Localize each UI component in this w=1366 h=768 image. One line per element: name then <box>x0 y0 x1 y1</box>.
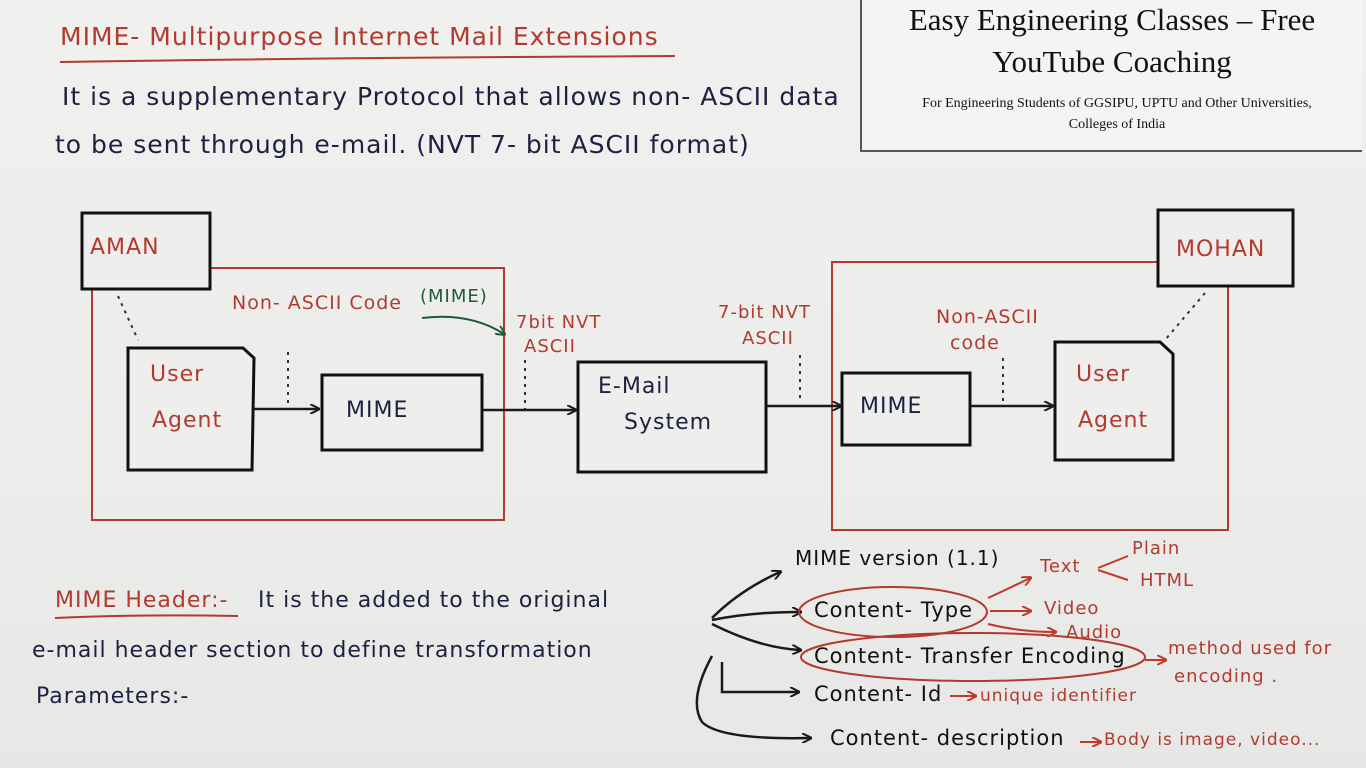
sender-name: AMAN <box>90 235 160 260</box>
nvt-right-label-2: ASCII <box>742 328 794 349</box>
id-note: unique identifier <box>980 686 1137 706</box>
email-system-label-1: E-Mail <box>598 374 671 399</box>
type-audio: Audio <box>1066 622 1123 643</box>
left-mime-label: MIME <box>346 398 409 423</box>
right-mime-label: MIME <box>860 394 923 419</box>
nvt-left-label-2: ASCII <box>524 336 576 357</box>
intro-line-2: to be sent through e-mail. (NVT 7- bit A… <box>55 130 750 159</box>
encoding-note-2: encoding . <box>1174 666 1279 687</box>
page-title: MIME- Multipurpose Internet Mail Extensi… <box>60 22 659 51</box>
right-code-label-2: code <box>950 332 1000 354</box>
mime-tag: (MIME) <box>420 286 488 307</box>
right-code-label-1: Non-ASCII <box>936 306 1039 328</box>
field-mime-version: MIME version (1.1) <box>795 546 1000 570</box>
mime-header-label: MIME Header:- <box>55 588 229 613</box>
left-user-agent-label-1: User <box>150 362 205 387</box>
encoding-note-1: method used for <box>1168 638 1332 659</box>
mime-header-text-1: It is the added to the original <box>258 588 610 613</box>
watermark-title-line1: Easy Engineering Classes – Free <box>908 2 1316 37</box>
right-user-agent-label-2: Agent <box>1078 408 1149 433</box>
right-user-agent-box <box>1053 340 1175 462</box>
right-mime-box <box>840 371 972 447</box>
type-text: Text <box>1040 556 1081 577</box>
type-video: Video <box>1044 598 1100 619</box>
intro-line-1: It is a supplementary Protocol that allo… <box>62 82 840 111</box>
left-mime-box <box>320 373 484 452</box>
nvt-right-label-1: 7-bit NVT <box>718 302 811 323</box>
left-user-agent-box <box>126 346 256 472</box>
type-plain: Plain <box>1132 538 1181 559</box>
type-html: HTML <box>1140 570 1195 591</box>
field-content-description: Content- description <box>830 726 1065 750</box>
left-code-label: Non- ASCII Code <box>232 292 402 314</box>
sender-container <box>91 267 505 521</box>
right-user-agent-label-1: User <box>1076 362 1131 387</box>
receiver-name: MOHAN <box>1176 237 1266 262</box>
field-content-id: Content- Id <box>814 682 943 706</box>
title-underline <box>59 55 676 63</box>
mime-header-text-3: Parameters:- <box>36 684 190 709</box>
nvt-left-label-1: 7bit NVT <box>516 312 602 333</box>
receiver-box <box>1156 208 1295 288</box>
left-user-agent-label-2: Agent <box>152 408 223 433</box>
sender-box <box>80 211 212 291</box>
email-system-box <box>576 360 768 474</box>
watermark-subtitle-line1: For Engineering Students of GGSIPU, UPTU… <box>922 96 1312 111</box>
mime-header-text-2: e-mail header section to define transfor… <box>32 638 593 663</box>
field-content-type: Content- Type <box>814 598 974 622</box>
watermark-title-line2: YouTube Coaching <box>992 44 1232 79</box>
field-content-transfer-encoding: Content- Transfer Encoding <box>814 644 1126 668</box>
email-system-label-2: System <box>624 410 713 435</box>
receiver-container <box>831 261 1229 531</box>
description-note: Body is image, video... <box>1104 730 1321 750</box>
channel-watermark: Easy Engineering Classes – Free YouTube … <box>860 0 1362 152</box>
watermark-subtitle-line2: Colleges of India <box>1068 117 1166 132</box>
